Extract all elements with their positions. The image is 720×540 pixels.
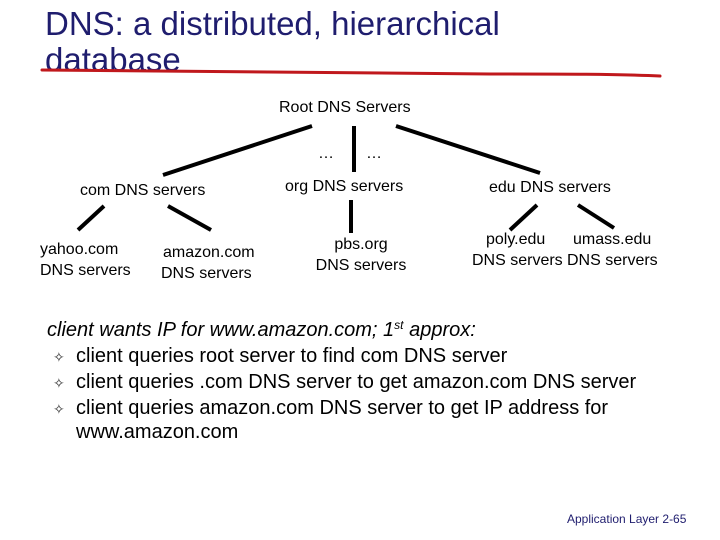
root-dns-servers: Root DNS Servers — [279, 99, 411, 116]
edge-root-com — [162, 124, 313, 177]
edge-edu-poly — [508, 203, 539, 232]
com-dns-servers: com DNS servers — [80, 182, 206, 199]
ellipsis-left: … — [318, 145, 334, 162]
ellipsis-right: … — [366, 145, 382, 162]
resolution-steps: ✧client queries root server to find com … — [50, 344, 690, 446]
umass-dns-servers: umass.edu DNS servers — [567, 231, 658, 269]
bullet-icon: ✧ — [53, 349, 65, 365]
list-item: ✧client queries .com DNS server to get a… — [53, 371, 637, 393]
bullet-icon: ✧ — [53, 401, 65, 417]
bullet-icon: ✧ — [53, 375, 65, 391]
slide-title: DNS: a distributed, hierarchical databas… — [45, 5, 500, 78]
hierarchy-lines — [76, 124, 616, 233]
amazon-dns-servers: amazon.com DNS servers — [161, 244, 255, 282]
title-underline — [40, 68, 662, 78]
query-question: client wants IP for www.amazon.com; 1st … — [47, 318, 476, 341]
edu-dns-servers: edu DNS servers — [489, 179, 611, 196]
org-dns-servers: org DNS servers — [285, 178, 404, 195]
edge-edu-umass — [576, 203, 616, 230]
slide-footer: Application Layer 2-65 — [567, 512, 687, 526]
list-item: ✧client queries amazon.com DNS server to… — [53, 397, 609, 443]
yahoo-dns-servers: yahoo.com DNS servers — [40, 241, 131, 279]
poly-dns-servers: poly.edu DNS servers — [472, 231, 563, 269]
list-item: ✧client queries root server to find com … — [53, 345, 508, 367]
edge-com-amazon — [167, 204, 212, 232]
edge-com-yahoo — [76, 204, 106, 232]
pbs-dns-servers: pbs.org DNS servers — [315, 236, 407, 274]
edge-root-edu — [395, 124, 541, 175]
